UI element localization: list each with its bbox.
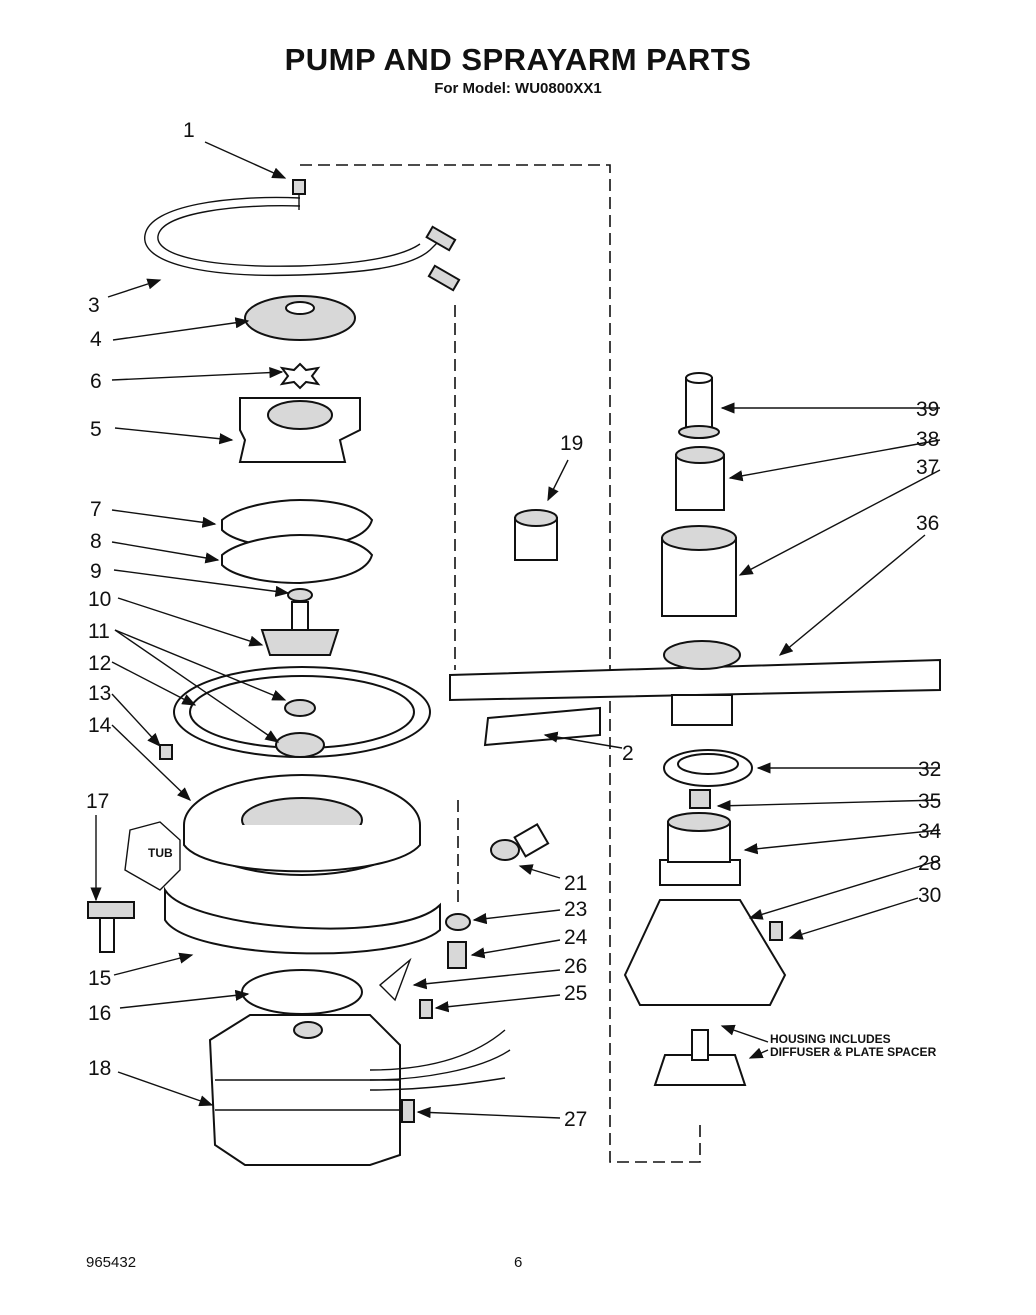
callout-17: 17: [86, 790, 109, 813]
callout-10: 10: [88, 588, 111, 611]
callout-39: 39: [916, 398, 939, 421]
part-13-screw: [159, 744, 173, 760]
housing-note-line2: DIFFUSER & PLATE SPACER: [770, 1045, 937, 1059]
part-37-tube: [661, 525, 737, 617]
callout-5: 5: [90, 418, 102, 441]
page-title: PUMP AND SPRAYARM PARTS: [284, 42, 752, 77]
tub-label: TUB: [148, 846, 173, 860]
callout-3: 3: [88, 294, 100, 317]
diffuser: [653, 1054, 747, 1086]
part-24-plug: [447, 941, 467, 969]
callout-9: 9: [90, 560, 102, 583]
part-6-star-washer: [279, 362, 321, 390]
callout-23: 23: [564, 898, 587, 921]
callout-11: 11: [88, 620, 110, 643]
part-14-pump-base: [183, 774, 421, 876]
document-number: 965432: [86, 1254, 137, 1271]
callout-24: 24: [564, 926, 588, 949]
part-3-hose-inner: [157, 205, 421, 267]
leader-lines: [90, 141, 941, 1119]
callout-12: 12: [88, 652, 111, 675]
callout-13: 13: [88, 682, 111, 705]
part-11-bearing-top: [284, 699, 316, 717]
part-2-strip: [483, 706, 601, 747]
callout-25: 25: [564, 982, 587, 1005]
callout-26: 26: [564, 955, 587, 978]
part-30-screw: [769, 921, 783, 941]
callout-34: 34: [918, 820, 942, 843]
part-38-sleeve: [675, 446, 725, 511]
part-15-base-plate: [164, 886, 441, 955]
part-1-screw: [292, 179, 306, 210]
motor-wires: [369, 1029, 511, 1091]
assembly-line-main: [300, 164, 701, 1163]
tub-outline: [124, 821, 181, 891]
page-number: 6: [514, 1254, 523, 1271]
part-3-hose: [144, 196, 441, 277]
model-subtitle: For Model: WU0800XX1: [434, 80, 602, 97]
callout-28: 28: [918, 852, 941, 875]
part-27-screw: [401, 1099, 415, 1123]
callout-15: 15: [88, 967, 111, 990]
callout-14: 14: [88, 714, 112, 737]
callout-35: 35: [918, 790, 941, 813]
part-10-impeller: [260, 601, 340, 656]
callout-27: 27: [564, 1108, 587, 1131]
part-3-hose-fittings: [425, 225, 461, 292]
part-19-bushing: [514, 509, 558, 561]
callout-37: 37: [916, 456, 939, 479]
part-36-sprayarm: [449, 640, 941, 726]
callout-38: 38: [916, 428, 939, 451]
part-11-bearing-bottom: [275, 732, 325, 758]
part-8-gasket: [221, 533, 374, 585]
callout-8: 8: [90, 530, 102, 553]
callout-1: 1: [183, 119, 195, 142]
callout-18: 18: [88, 1057, 111, 1080]
part-23-grommet: [445, 913, 471, 931]
callout-36: 36: [916, 512, 939, 535]
part-26-clip: [378, 957, 412, 1002]
callout-32: 32: [918, 758, 941, 781]
housing-note-line1: HOUSING INCLUDES: [770, 1032, 891, 1046]
part-5-pump-housing: [238, 397, 361, 463]
part-18-motor: [208, 1014, 401, 1166]
callout-4: 4: [90, 328, 102, 351]
part-9-seal: [287, 588, 313, 602]
callout-2: 2: [622, 742, 634, 765]
part-21-clamp: [490, 839, 520, 861]
callout-7: 7: [90, 498, 102, 521]
part-16-plate: [241, 969, 363, 1015]
part-39-shaft: [678, 372, 720, 439]
callout-6: 6: [90, 370, 102, 393]
part-25-screw: [419, 999, 433, 1019]
part-28-housing: [623, 899, 787, 1006]
part-17-drain-fitting: [87, 901, 135, 953]
callout-21: 21: [564, 872, 587, 895]
part-35-nut: [689, 789, 711, 809]
part-34-cup: [659, 812, 741, 886]
callout-19: 19: [560, 432, 583, 455]
callout-30: 30: [918, 884, 941, 907]
callout-16: 16: [88, 1002, 111, 1025]
